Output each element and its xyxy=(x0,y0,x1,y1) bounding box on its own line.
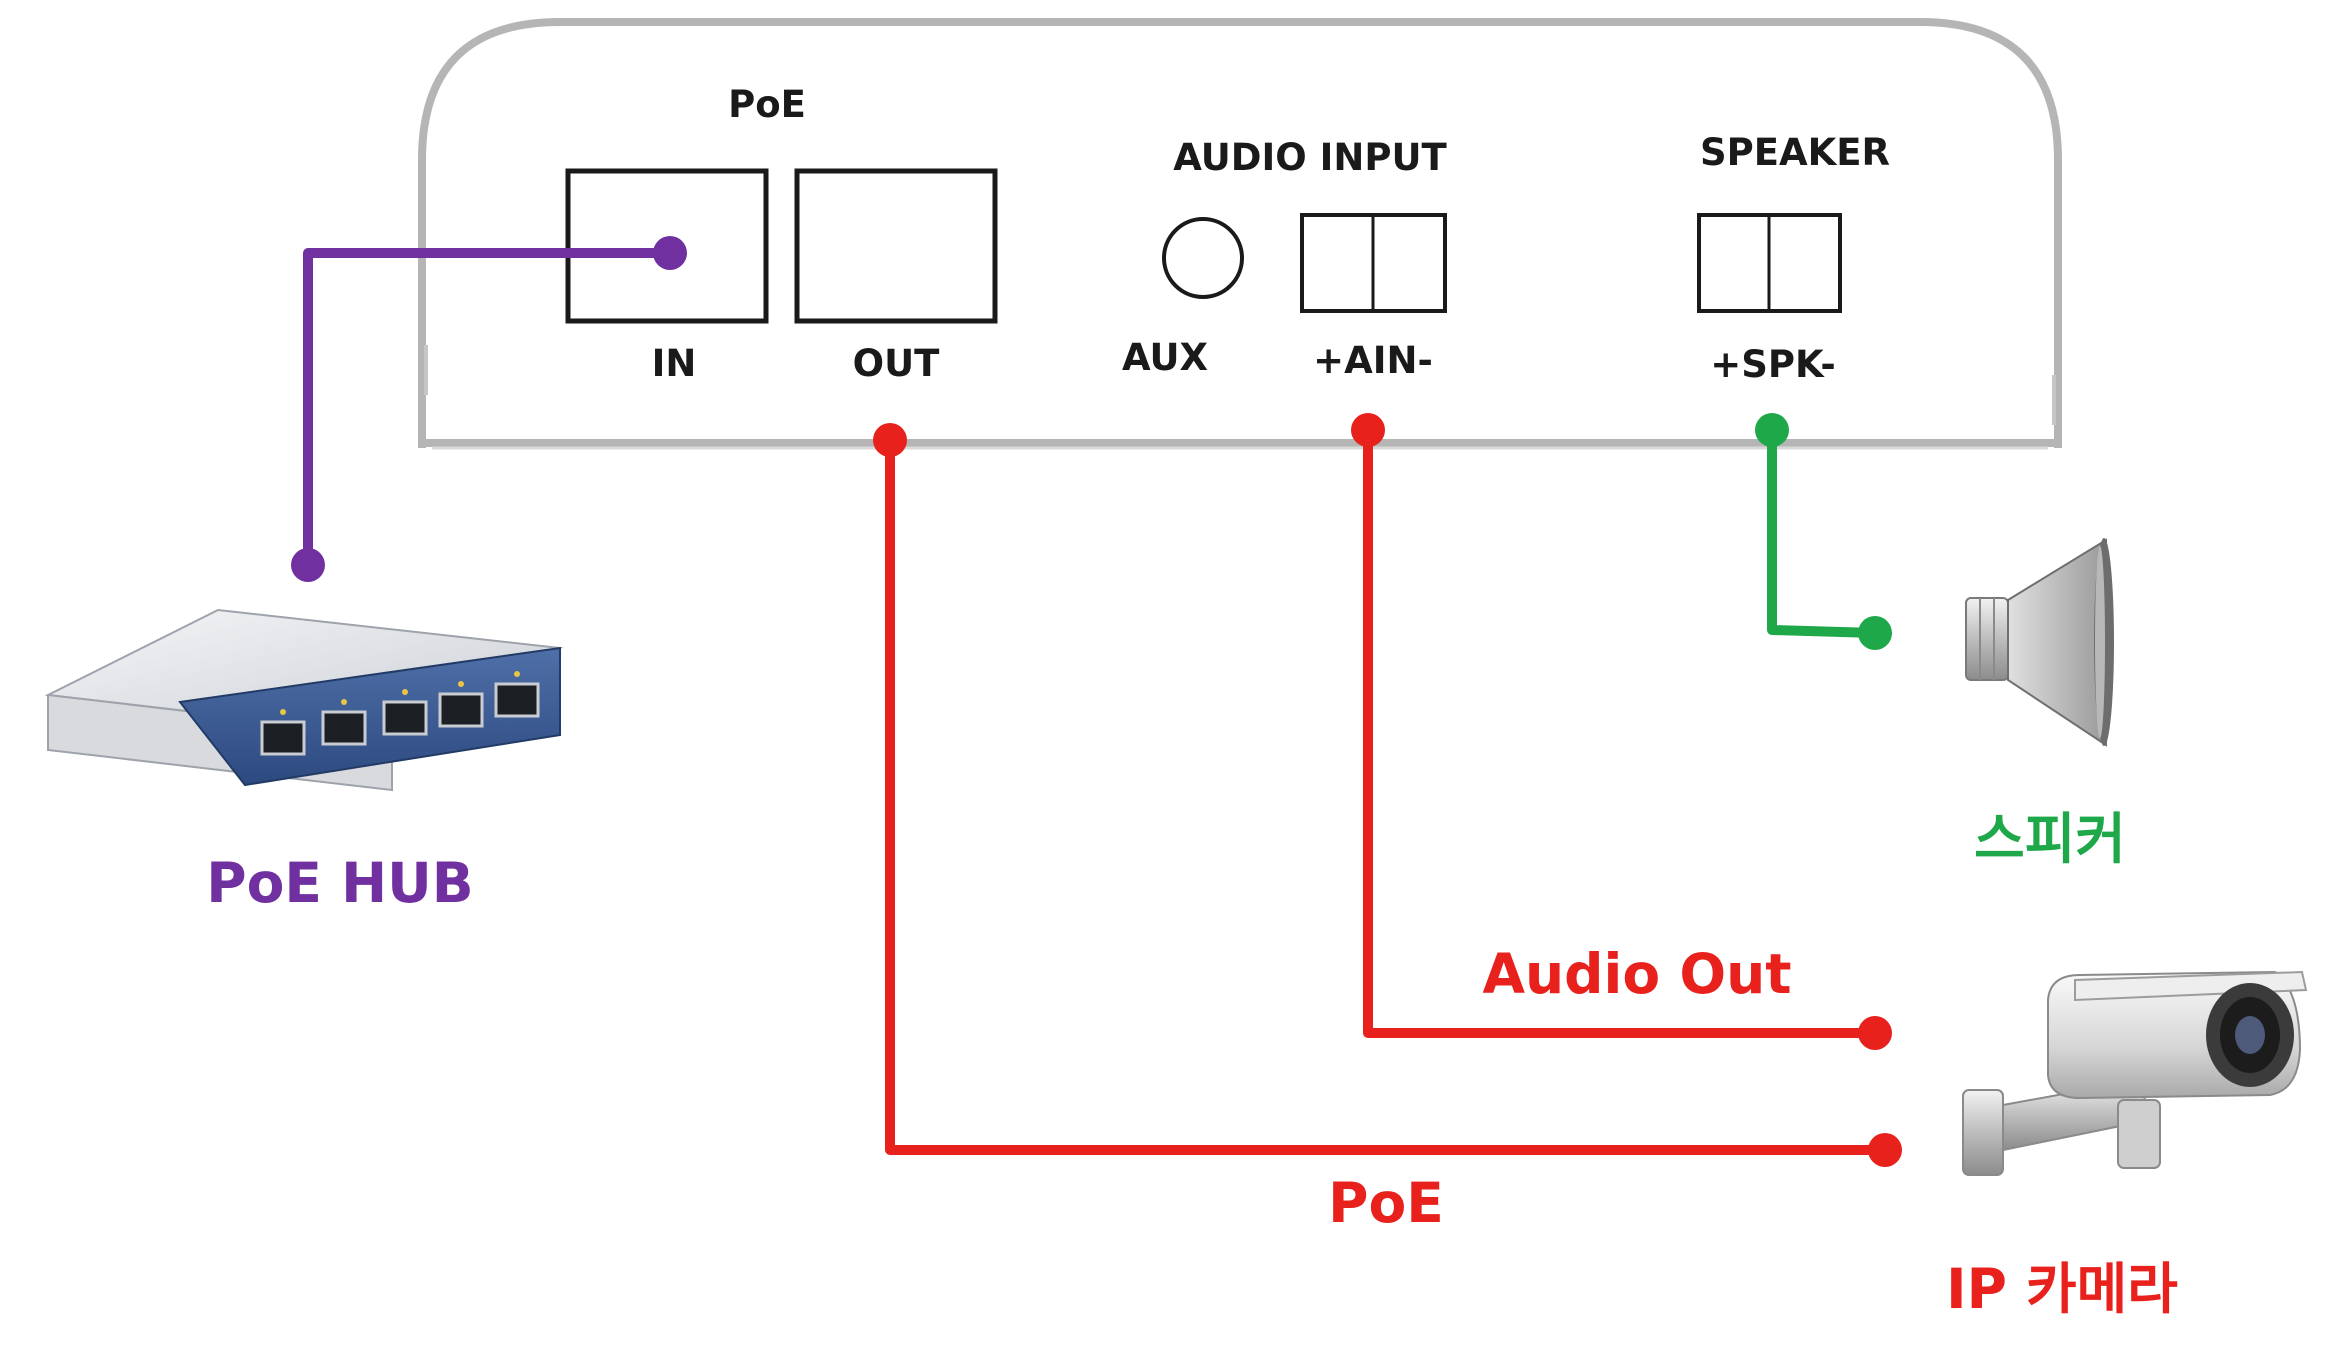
poe-port-title: PoE xyxy=(728,83,806,126)
poe-in-label: IN xyxy=(652,342,697,385)
speaker-title: SPEAKER xyxy=(1700,131,1890,174)
aux-label: AUX xyxy=(1122,336,1208,379)
ip-camera-label: IP 카메라 xyxy=(1946,1257,2178,1321)
audio-out-label: Audio Out xyxy=(1482,942,1791,1006)
aux-jack xyxy=(1162,217,1244,299)
device-housing xyxy=(418,18,2062,450)
speaker-connection xyxy=(1755,413,1892,650)
speaker-icon xyxy=(1965,538,2114,747)
poe-in-connection xyxy=(291,236,687,582)
poe-out-port xyxy=(794,168,998,324)
ip-camera-icon xyxy=(1962,970,2308,1176)
poe-out-connection xyxy=(873,423,1902,1167)
ain-label: +AIN- xyxy=(1313,339,1433,382)
audio-input-title: AUDIO INPUT xyxy=(1173,136,1447,179)
poe-hub-label: PoE HUB xyxy=(206,851,473,915)
spk-label: +SPK- xyxy=(1710,343,1836,386)
speaker-label: 스피커 xyxy=(1974,807,2126,871)
audio-out-connection xyxy=(1351,413,1892,1050)
poe-wire-label: PoE xyxy=(1328,1171,1444,1235)
poe-out-label: OUT xyxy=(853,342,940,385)
poe-hub-icon xyxy=(44,608,564,792)
